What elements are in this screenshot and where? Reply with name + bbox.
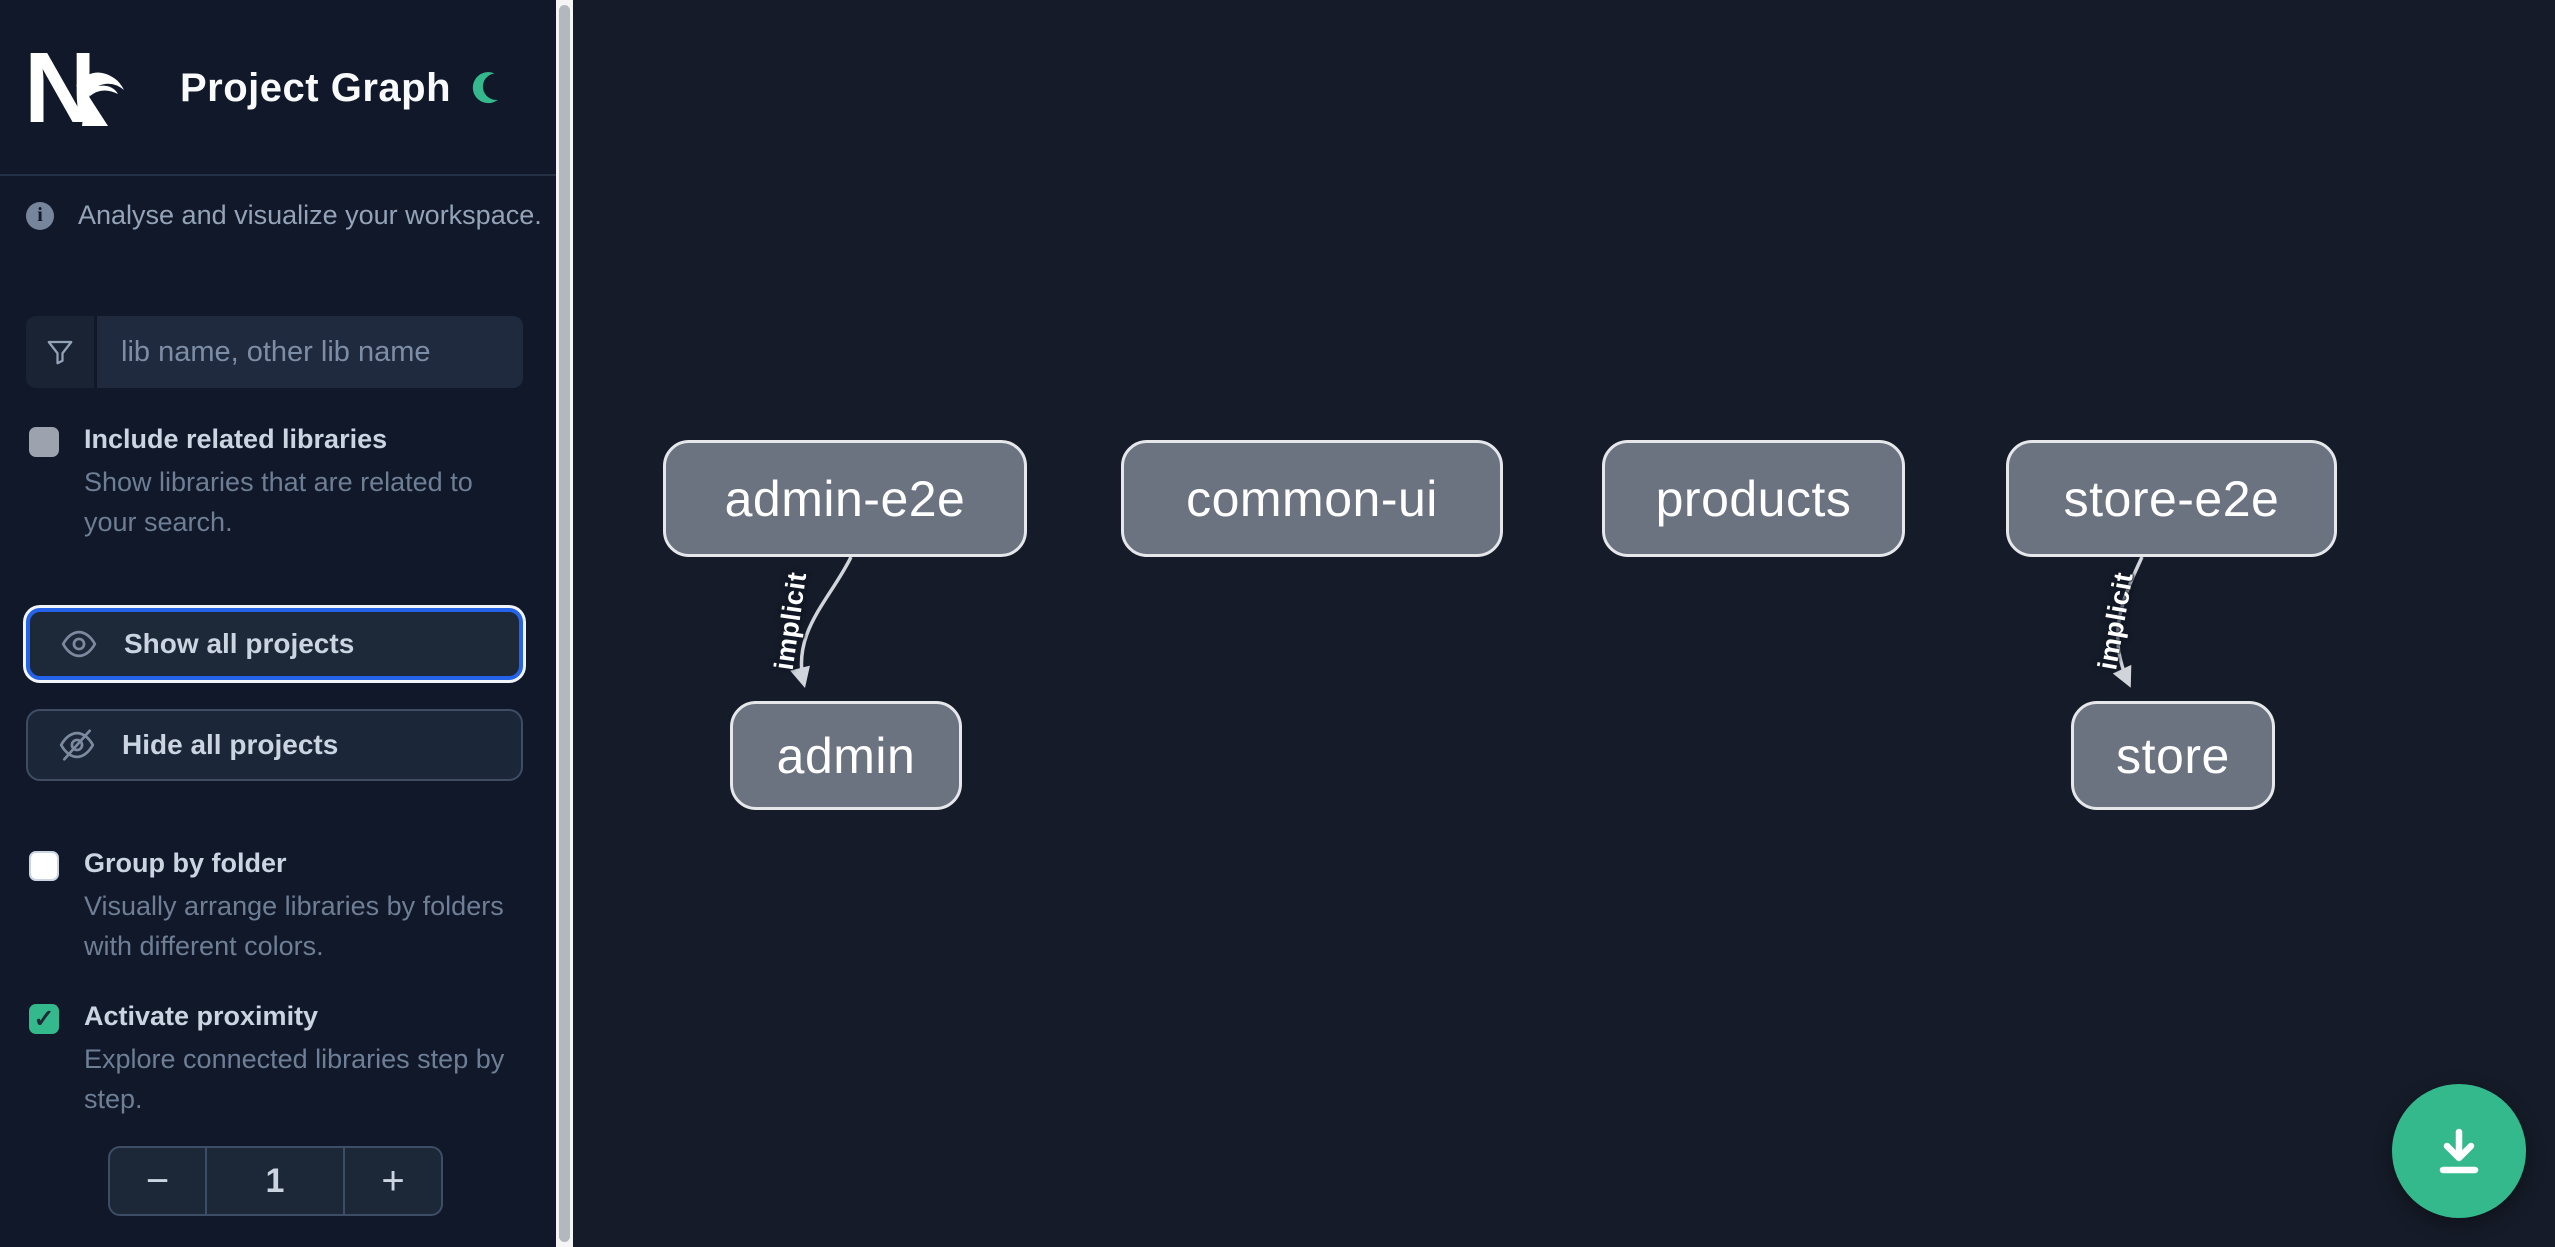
show-all-projects-button[interactable]: Show all projects [26,608,523,680]
toggle-description: Visually arrange libraries by folders wi… [84,891,504,961]
button-label: Show all projects [124,628,355,659]
graph-node-store[interactable]: store [2071,701,2275,810]
moon-icon[interactable] [466,68,506,108]
button-label: Hide all projects [122,729,339,760]
download-fab-button[interactable] [2392,1084,2526,1218]
eye-icon [61,630,97,658]
toggle-activate-proximity: ✓ Activate proximity Explore connected l… [29,1001,529,1119]
hide-all-projects-button[interactable]: Hide all projects [26,709,523,781]
toggle-include-related: Include related libraries Show libraries… [29,424,529,542]
toggle-description: Explore connected libraries step by step… [84,1044,505,1114]
toggle-label[interactable]: Activate proximity [84,1001,319,1031]
toggle-label[interactable]: Group by folder [84,848,287,878]
download-icon [2439,1128,2479,1174]
sidebar-scrollbar[interactable] [556,0,573,1247]
funnel-icon [47,340,73,365]
edge-admin-e2e-admin [790,556,853,688]
checkbox-include-related[interactable] [29,427,59,457]
checkbox-group-by-folder[interactable] [29,851,59,881]
scrollbar-thumb[interactable] [559,5,570,1242]
proximity-stepper: − 1 + [108,1146,443,1216]
info-icon: i [26,201,54,230]
edge-store-e2e-store [2112,556,2144,688]
info-text: Analyse and visualize your workspace. [78,200,542,230]
stepper-value: 1 [265,1161,285,1200]
graph-node-store-e2e[interactable]: store-e2e [2006,440,2337,557]
checkbox-activate-proximity[interactable]: ✓ [29,1004,59,1034]
stepper-decrement-button[interactable]: − [110,1148,207,1214]
filter-bar [26,316,523,388]
page-title: Project Graph [180,66,452,110]
sidebar-header: N Project Graph [0,0,556,176]
info-row: i Analyse and visualize your workspace. [26,200,542,231]
eye-off-icon [59,729,95,761]
graph-node-products[interactable]: products [1602,440,1905,557]
graph-node-common-ui[interactable]: common-ui [1121,440,1503,557]
nx-logo: N [24,40,124,136]
filter-icon-cell [26,316,94,388]
toggle-group-by-folder: Group by folder Visually arrange librari… [29,848,529,966]
stepper-increment-button[interactable]: + [343,1148,441,1214]
filter-input[interactable] [97,316,523,388]
toggle-description: Show libraries that are related to your … [84,467,473,537]
graph-node-admin[interactable]: admin [730,701,962,810]
graph-node-admin-e2e[interactable]: admin-e2e [663,440,1027,557]
sidebar: N Project Graph i Analyse and visualize … [0,0,556,1247]
toggle-label[interactable]: Include related libraries [84,424,388,454]
